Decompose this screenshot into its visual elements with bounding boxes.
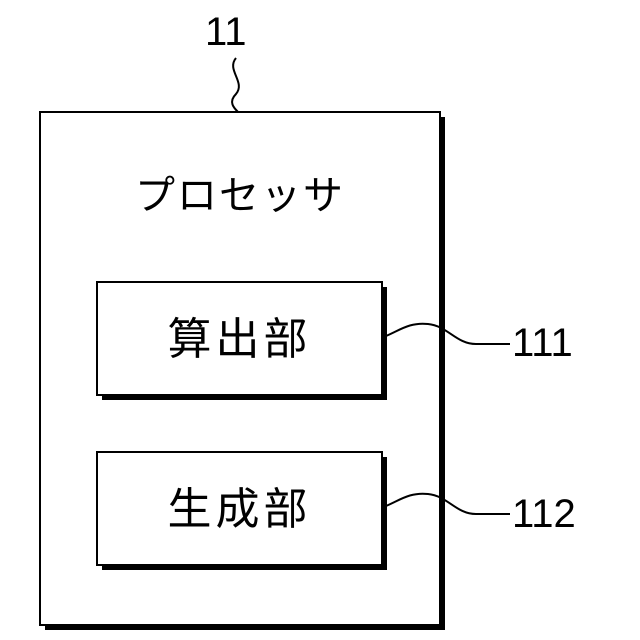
processor-reference-number: 11	[205, 12, 247, 52]
calc-unit-label: 算出部	[97, 315, 382, 365]
gen-unit-label: 生成部	[97, 485, 382, 535]
gen-unit-reference-number: 112	[512, 494, 576, 534]
processor-leader-line	[232, 58, 239, 112]
processor-title: プロセッサ	[40, 172, 440, 220]
calc-unit-reference-number: 111	[512, 323, 573, 363]
